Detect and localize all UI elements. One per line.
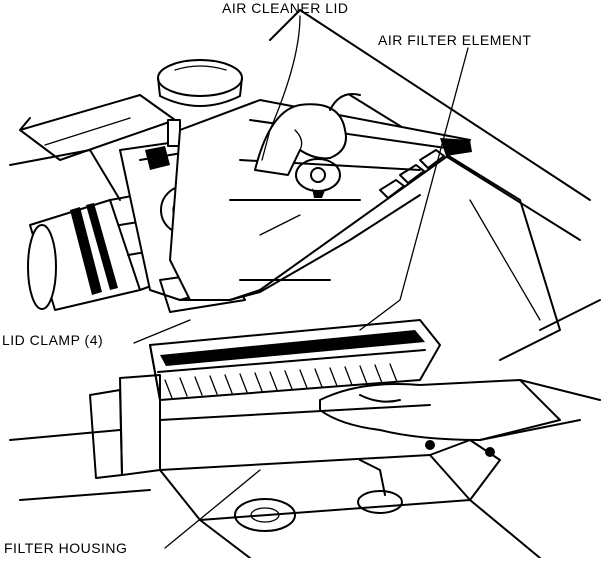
leader-lid <box>261 15 301 161</box>
air-filter-element-label: AIR FILTER ELEMENT <box>378 32 532 48</box>
lid-clamp-label: LID CLAMP (4) <box>2 332 104 348</box>
filter-housing-label: FILTER HOUSING <box>4 540 128 556</box>
filter-housing <box>9 374 541 559</box>
air-filter-element <box>149 319 441 401</box>
air-cleaner-lid-label: AIR CLEANER LID <box>222 0 349 16</box>
hand-lower <box>319 379 601 441</box>
leader-housing <box>164 469 261 549</box>
reservoir-cap <box>157 59 243 107</box>
leader-element <box>359 47 469 331</box>
leader-lines <box>133 15 469 549</box>
intake-tube <box>27 189 196 311</box>
air-cleaner-lid <box>169 99 472 301</box>
leader-clamp <box>133 319 191 344</box>
hand-upper <box>254 93 361 198</box>
